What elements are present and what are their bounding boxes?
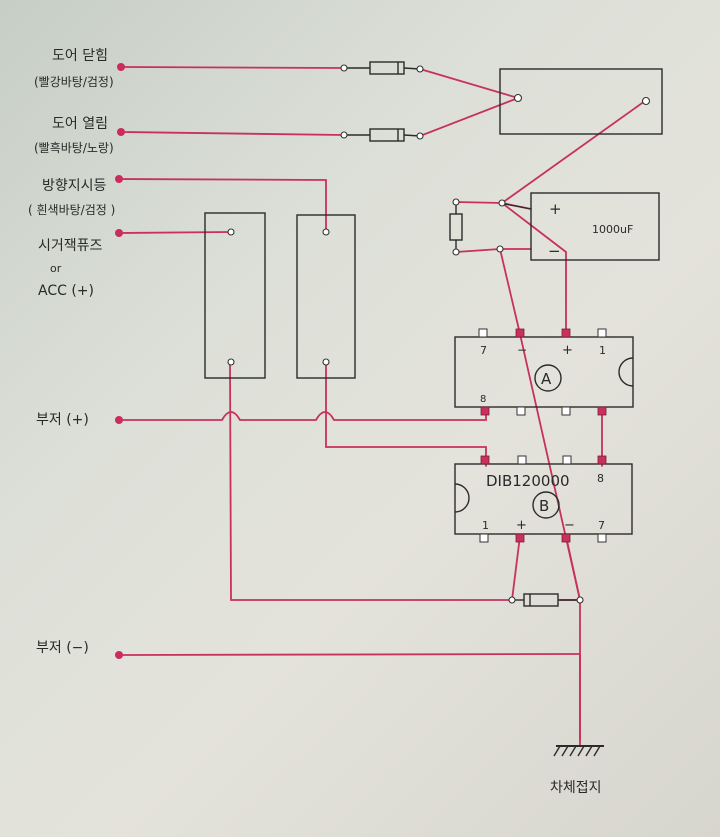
relay-1 <box>204 212 266 379</box>
resistor-door-open <box>340 128 424 142</box>
label-ground: 차체접지 <box>550 780 602 796</box>
wire-ic-b-minus <box>565 535 581 601</box>
wire-relay1-down <box>229 361 513 601</box>
label-buzzer-plus: 부저 (+) <box>36 412 89 428</box>
label-turn-signal: 방향지시등 <box>42 178 107 194</box>
label-turn-signal-sub: ( 흰색바탕/검정 ) <box>28 203 115 217</box>
wire-cap-bottom <box>455 248 532 253</box>
ic-a-pin-1: 1 <box>599 344 606 357</box>
ic-a: 7 − + 1 8 A <box>454 328 634 416</box>
ic-a-name: A <box>541 370 552 388</box>
wire-ground-diagonal <box>499 248 581 741</box>
ic-b-pin-1: 1 <box>482 519 489 532</box>
wire-door-close <box>120 66 345 69</box>
wire-switch-to-cap <box>501 100 646 204</box>
label-buzzer-minus: 부저 (−) <box>36 640 89 656</box>
label-cigar-or: or <box>50 262 62 275</box>
relay-2 <box>296 214 356 379</box>
ic-b-name: B <box>539 497 549 515</box>
ic-a-pin-plus: + <box>562 343 573 358</box>
capacitor-box: + − 1000uF <box>496 192 660 261</box>
wire-door-open <box>120 131 345 136</box>
ic-a-pin-8: 8 <box>480 394 486 405</box>
wire-buzzer-minus <box>118 653 581 656</box>
ground-symbol <box>553 654 604 757</box>
door-switch-box <box>499 68 663 135</box>
ic-b-pin-8: 8 <box>597 472 604 485</box>
label-door-open: 도어 열림 <box>52 116 108 132</box>
wire-acc <box>118 231 231 234</box>
wire-turn-signal <box>118 178 327 233</box>
resistor-door-close <box>340 61 424 75</box>
ic-b: DIB120000 8 B 1 + − 7 <box>454 455 633 543</box>
wire-buzzer-plus <box>118 409 487 421</box>
resistor-bottom <box>508 593 584 607</box>
wire-door-open-to-switch <box>419 97 519 137</box>
label-door-close: 도어 닫힘 <box>52 48 108 64</box>
ic-b-pin-minus: − <box>564 518 575 533</box>
ic-b-pin-plus: + <box>516 518 527 533</box>
label-door-close-sub: (빨강바탕/검정) <box>34 75 114 89</box>
ic-b-pin-7: 7 <box>598 519 605 532</box>
capacitor-plus-mark: + <box>549 200 562 218</box>
label-cigar-fuse: 시거잭퓨즈 <box>38 238 103 254</box>
wire-door-close-to-switch <box>419 68 519 99</box>
label-door-open-sub: (빨흑바탕/노랑) <box>34 141 114 155</box>
label-acc: ACC (+) <box>38 283 94 299</box>
resistor-capacitor-side <box>449 198 463 256</box>
ic-a-pin-7: 7 <box>480 344 487 357</box>
wire-ic-b-plus <box>511 535 521 601</box>
wire-cap-to-ic-a-plus <box>501 202 567 335</box>
ic-a-pin-minus: − <box>517 343 527 357</box>
wire-cap-top <box>455 201 532 210</box>
ic-b-part-number: DIB120000 <box>486 472 570 490</box>
capacitor-value: 1000uF <box>592 223 633 236</box>
capacitor-minus-mark: − <box>548 242 561 260</box>
